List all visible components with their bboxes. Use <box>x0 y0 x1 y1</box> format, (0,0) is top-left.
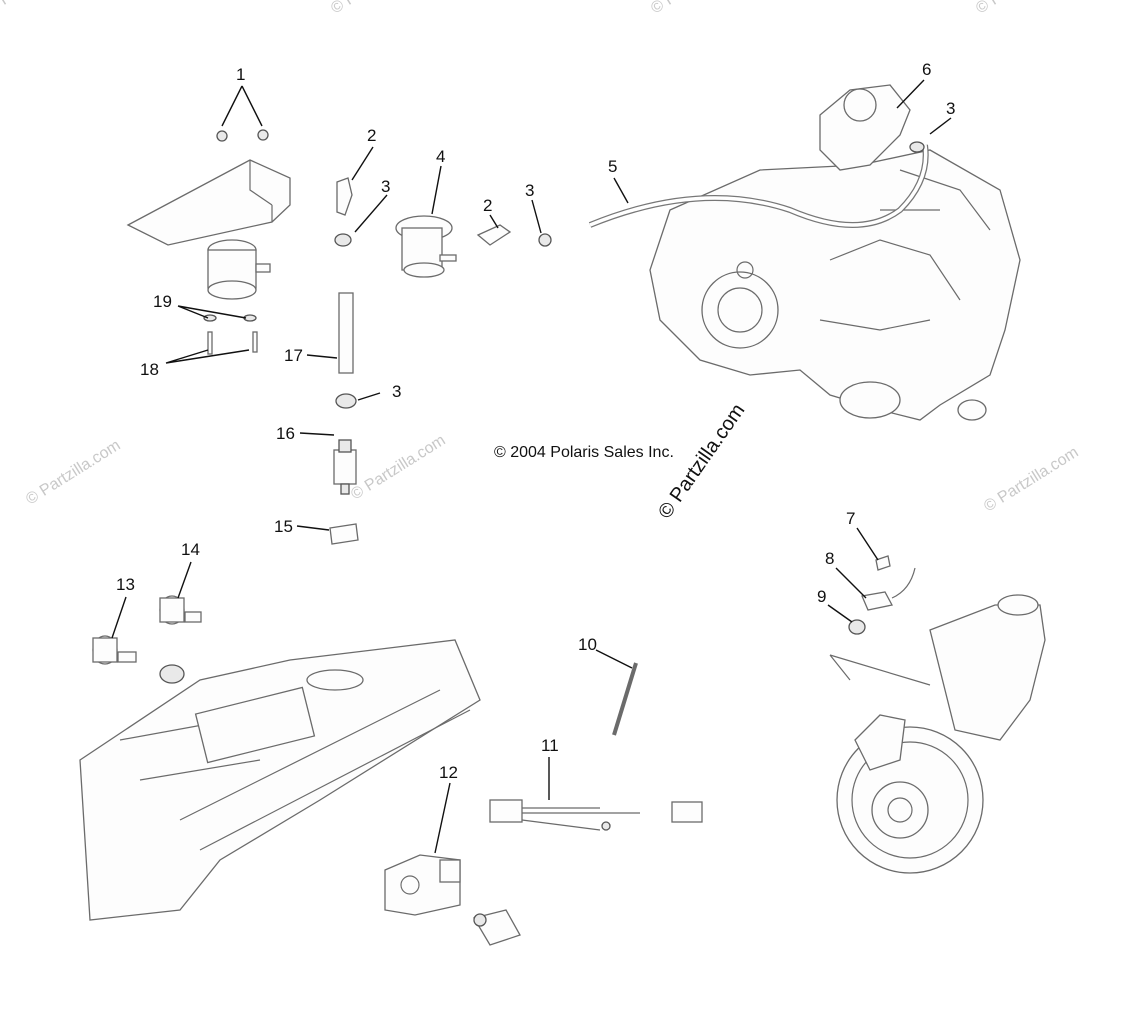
callout-3-b: 3 <box>525 181 534 200</box>
callout-7: 7 <box>846 509 855 528</box>
callout-15: 15 <box>274 517 293 536</box>
engine-assembly <box>588 84 1021 421</box>
callout-4: 4 <box>436 147 445 166</box>
watermark-left: © Partzilla.com <box>23 437 123 509</box>
callout-2-b: 2 <box>483 196 492 215</box>
callout-8: 8 <box>825 549 834 568</box>
copyright-text: © 2004 Polaris Sales Inc. <box>494 444 674 461</box>
callout-19: 19 <box>153 292 172 311</box>
callout-16: 16 <box>276 424 295 443</box>
callout-11: 11 <box>541 736 559 755</box>
callout-3-a: 3 <box>381 177 390 196</box>
callout-13: 13 <box>116 575 135 594</box>
callout-labels: 1 2 3 4 3 2 3 5 6 3 19 18 17 16 15 7 8 9… <box>116 60 955 782</box>
callout-5: 5 <box>608 157 617 176</box>
callout-2-a: 2 <box>367 126 376 145</box>
frame-rail <box>79 639 481 921</box>
harness-parts <box>384 662 703 946</box>
watermark-top-mid: © Partzilla.com <box>328 0 428 17</box>
leader-lines <box>111 79 952 854</box>
callout-3-d: 3 <box>946 99 955 118</box>
watermark-top-left: © Partzilla.com <box>0 0 84 17</box>
knuckle-rotor-assembly <box>829 555 1046 874</box>
switch-grommet-parts <box>92 595 202 684</box>
watermark-right: © Partzilla.com <box>981 444 1081 516</box>
callout-18: 18 <box>140 360 159 379</box>
callout-9: 9 <box>817 587 826 606</box>
watermark-top-right: © Partzilla.com <box>973 0 1073 17</box>
hose-fitting-column <box>329 177 552 545</box>
callout-3-c: 3 <box>392 382 401 401</box>
callout-12: 12 <box>439 763 458 782</box>
watermark-top-mid2: © Partzilla.com <box>648 0 748 17</box>
callout-17: 17 <box>284 346 303 365</box>
callout-14: 14 <box>181 540 200 559</box>
callout-6: 6 <box>922 60 931 79</box>
watermark-center: © Partzilla.com <box>348 432 448 504</box>
callout-1: 1 <box>236 65 245 84</box>
callout-10: 10 <box>578 635 597 654</box>
bracket-assembly <box>126 129 291 355</box>
partzilla-watermark: © Partzilla.com <box>654 400 749 523</box>
